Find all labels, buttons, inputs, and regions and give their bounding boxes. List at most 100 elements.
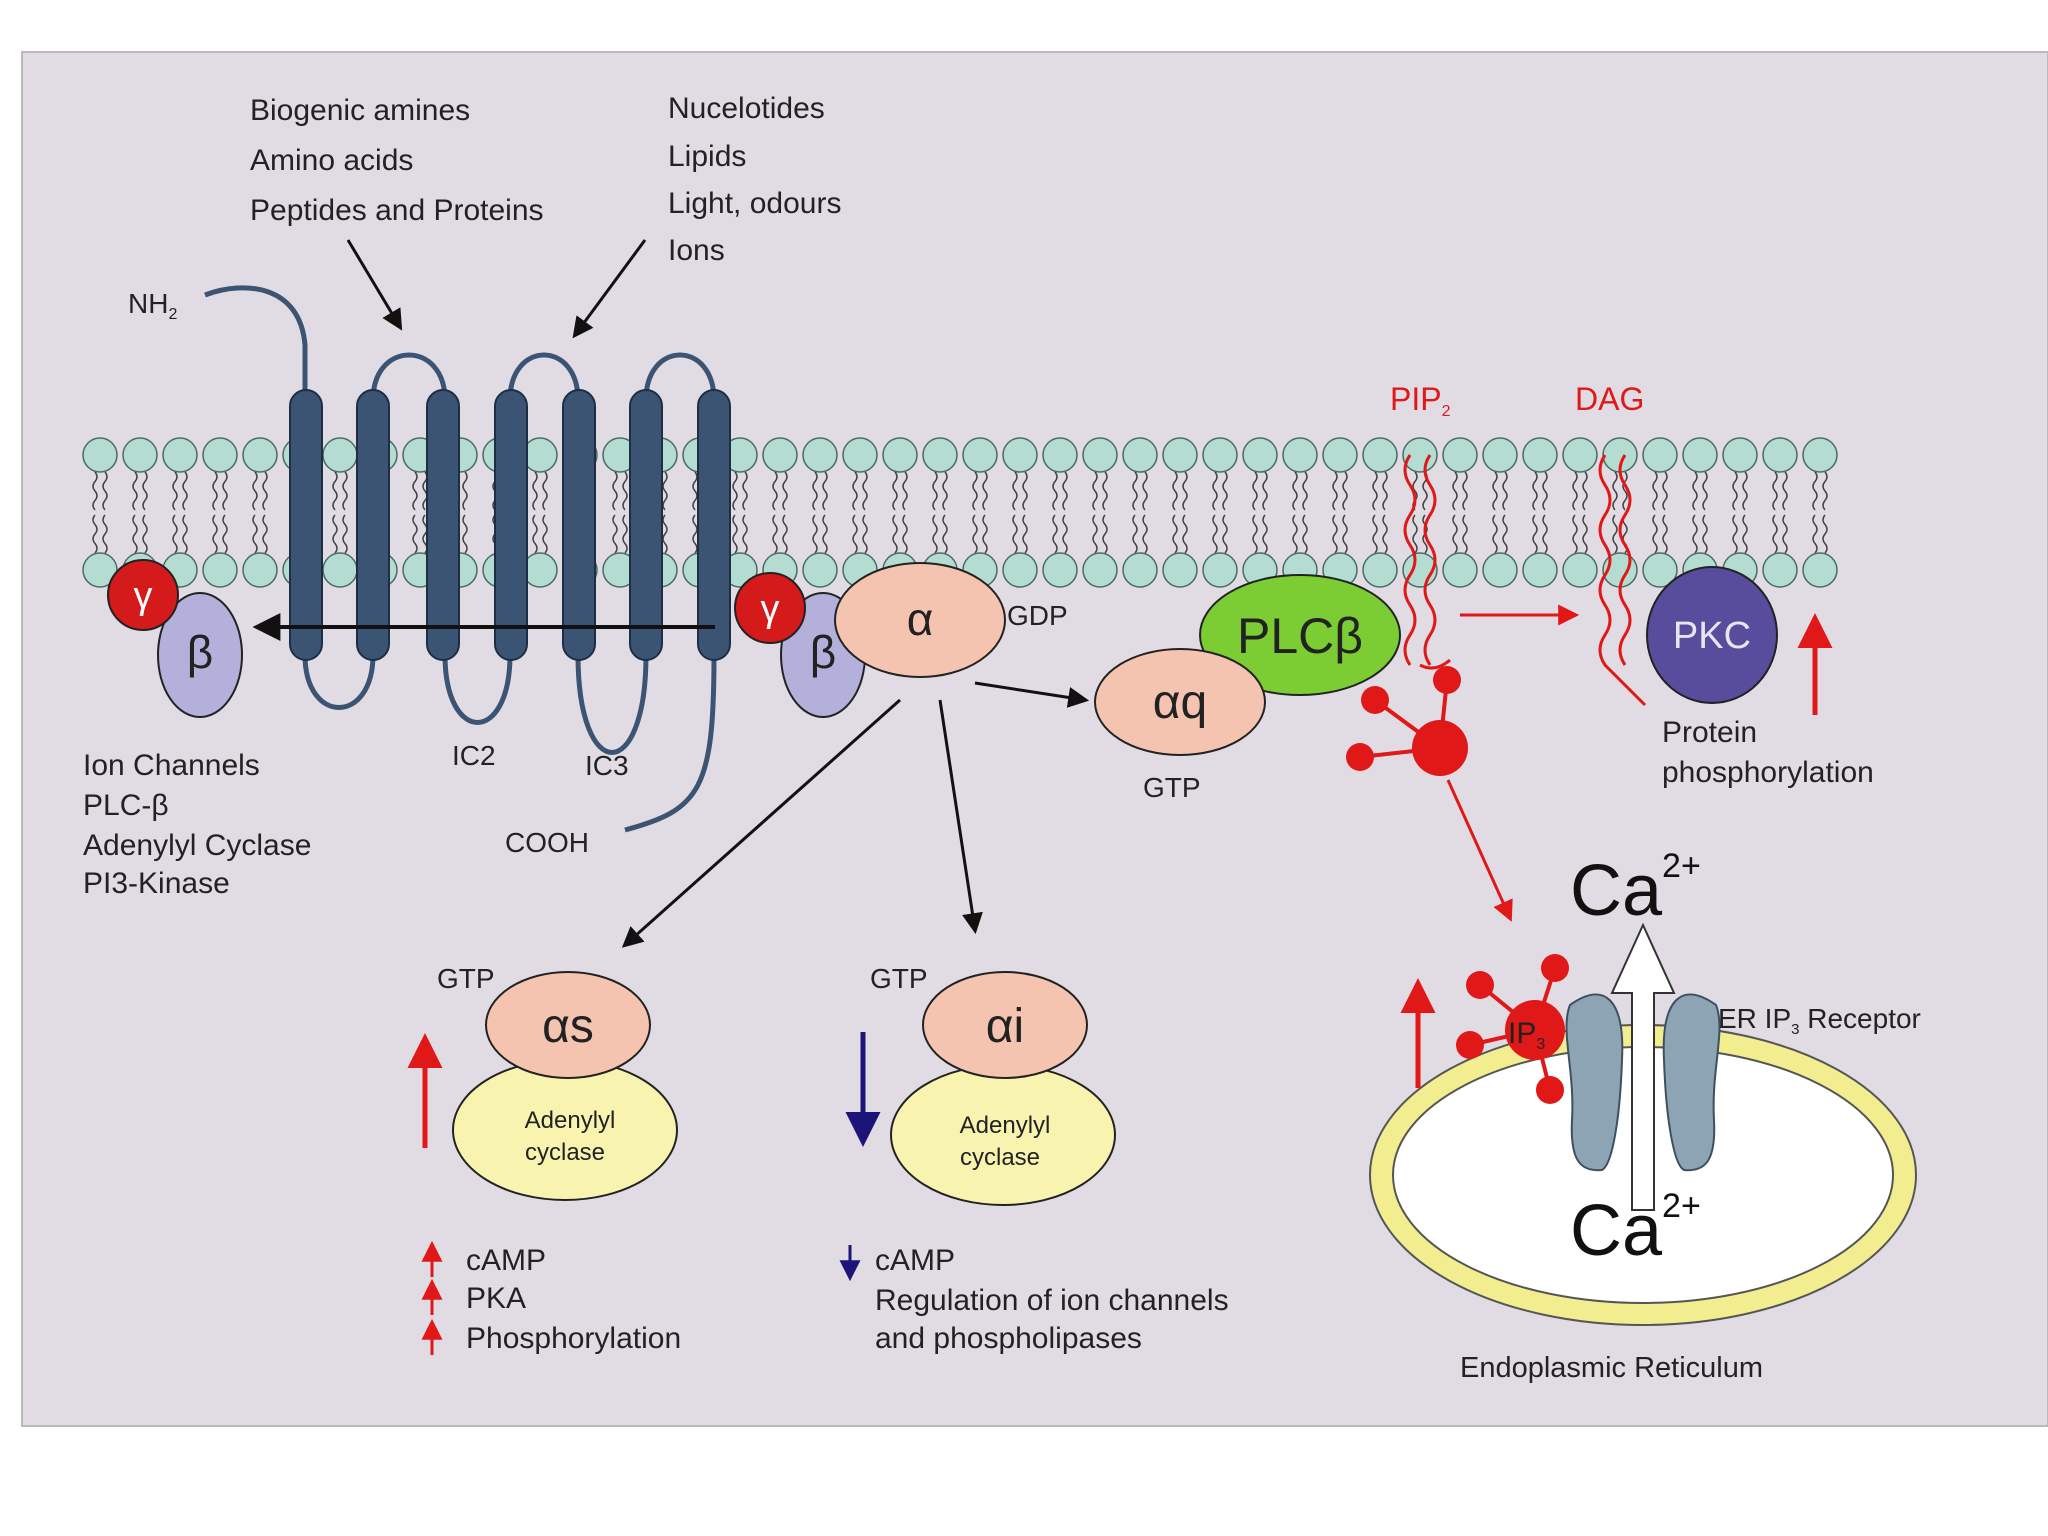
lipid-tail bbox=[982, 471, 988, 511]
lipid-tail bbox=[332, 471, 338, 511]
lipid-tail bbox=[542, 514, 548, 554]
lipid-tail bbox=[1342, 514, 1348, 554]
lipid-tail bbox=[1102, 471, 1108, 511]
lipid-tail bbox=[732, 471, 738, 511]
lipid-head bbox=[1562, 437, 1598, 473]
lipid-head bbox=[1122, 437, 1158, 473]
alpha-i-cyclase-label: Adenylyl bbox=[960, 1112, 1051, 1139]
arrow-to-alpha-q bbox=[974, 681, 1090, 708]
ligand-label: Amino acids bbox=[250, 144, 413, 177]
lipid-head bbox=[1362, 437, 1398, 473]
lipid-head bbox=[802, 552, 838, 588]
alpha-s-cyclase-label: Adenylyl bbox=[525, 1107, 616, 1134]
lipid-tail bbox=[822, 471, 828, 511]
effect-label: and phospholipases bbox=[875, 1322, 1142, 1355]
arrow-to-alpha-s bbox=[621, 698, 901, 948]
lipid-tail bbox=[812, 514, 818, 554]
alpha-s-label: αs bbox=[542, 1000, 594, 1053]
lipid-head bbox=[82, 552, 118, 588]
alpha-i-label: αi bbox=[986, 1000, 1024, 1053]
lipid-tail bbox=[1652, 471, 1658, 511]
gdp-label: GDP bbox=[1007, 600, 1068, 631]
lipid-tail bbox=[1452, 471, 1458, 511]
lipid-tail bbox=[1142, 514, 1148, 554]
lipid-tail bbox=[1012, 514, 1018, 554]
alpha-q-subunit bbox=[1094, 648, 1266, 756]
lipid-tail bbox=[1692, 471, 1698, 511]
lipid-tail bbox=[462, 471, 468, 511]
tm-helix-3 bbox=[426, 389, 460, 661]
calcium-cytosol-label: Ca2+ bbox=[1570, 847, 1701, 931]
alpha-s-subunit bbox=[485, 971, 651, 1079]
lipid-tail bbox=[1382, 514, 1388, 554]
arrow-to-alpha-i bbox=[938, 699, 983, 935]
lipid-head bbox=[322, 437, 358, 473]
gamma-label-center: γ bbox=[761, 588, 780, 630]
pkc-label: PKC bbox=[1673, 615, 1751, 657]
lipid-tail bbox=[1782, 514, 1788, 554]
lipid-tail bbox=[1022, 471, 1028, 511]
lipid-tail bbox=[1372, 471, 1378, 511]
lipid-head bbox=[1082, 552, 1118, 588]
ligand-arrow-right bbox=[572, 239, 647, 339]
dag-lipid bbox=[1598, 454, 1647, 707]
lipid-tail bbox=[1572, 514, 1578, 554]
alpha-s-effects: cAMP PKA Phosphorylation bbox=[421, 1240, 681, 1355]
receptor-intracellular-loops bbox=[302, 654, 649, 755]
lipid-head bbox=[1522, 552, 1558, 588]
lipid-tail bbox=[1132, 471, 1138, 511]
lipid-tail bbox=[622, 514, 628, 554]
lipid-head bbox=[1482, 552, 1518, 588]
effect-label: cAMP bbox=[466, 1244, 546, 1277]
lipid-head bbox=[802, 437, 838, 473]
lipid-tail bbox=[1022, 514, 1028, 554]
target-label: Adenylyl Cyclase bbox=[83, 829, 311, 862]
alpha-i-subunit bbox=[922, 971, 1088, 1079]
lipid-tail bbox=[1812, 471, 1818, 511]
lipid-tail bbox=[1612, 514, 1618, 554]
lipid-tail bbox=[1252, 471, 1258, 511]
lipid-tail bbox=[342, 514, 348, 554]
lipid-tail bbox=[782, 471, 788, 511]
lipid-tail bbox=[1132, 514, 1138, 554]
alpha-q-label: αq bbox=[1153, 676, 1207, 729]
lipid-tail bbox=[1772, 471, 1778, 511]
lipid-tail bbox=[332, 514, 338, 554]
lipid-tail bbox=[1302, 471, 1308, 511]
gamma-subunit-left bbox=[107, 559, 179, 631]
pkc bbox=[1646, 566, 1778, 704]
lipid-tail bbox=[862, 514, 868, 554]
lipid-tail bbox=[412, 471, 418, 511]
alpha-i-effects: cAMP Regulation of ion channels and phos… bbox=[839, 1244, 1229, 1355]
lipid-tail bbox=[1142, 471, 1148, 511]
lipid-head bbox=[1762, 437, 1798, 473]
receptor-c-terminus bbox=[624, 654, 717, 833]
ligand-label: Ions bbox=[668, 234, 725, 267]
target-label: Ion Channels bbox=[83, 749, 260, 782]
lipid-head bbox=[1442, 552, 1478, 588]
lipid-tail bbox=[1172, 514, 1178, 554]
lipid-tail bbox=[1252, 514, 1258, 554]
lipid-tail bbox=[942, 514, 948, 554]
lipid-tail bbox=[942, 471, 948, 511]
lipid-tail bbox=[1622, 471, 1628, 511]
lipid-head bbox=[122, 437, 158, 473]
lipid-tail bbox=[1462, 471, 1468, 511]
lipid-tail bbox=[1462, 514, 1468, 554]
lipid-tail bbox=[1092, 514, 1098, 554]
ic2-label: IC2 bbox=[452, 740, 496, 771]
lipid-head bbox=[1162, 437, 1198, 473]
lipid-head bbox=[242, 437, 278, 473]
lipid-tail bbox=[1822, 514, 1828, 554]
alpha-i-cyclase-label: cyclase bbox=[960, 1144, 1040, 1171]
lipid-head bbox=[1482, 437, 1518, 473]
lipid-tail bbox=[262, 471, 268, 511]
alpha-subunit bbox=[834, 562, 1006, 678]
lipid-tail bbox=[212, 471, 218, 511]
lipid-tail bbox=[1182, 471, 1188, 511]
lipid-head bbox=[1802, 437, 1838, 473]
lipid-tail bbox=[1782, 471, 1788, 511]
lipid-tail bbox=[212, 514, 218, 554]
lipid-tail bbox=[1012, 471, 1018, 511]
